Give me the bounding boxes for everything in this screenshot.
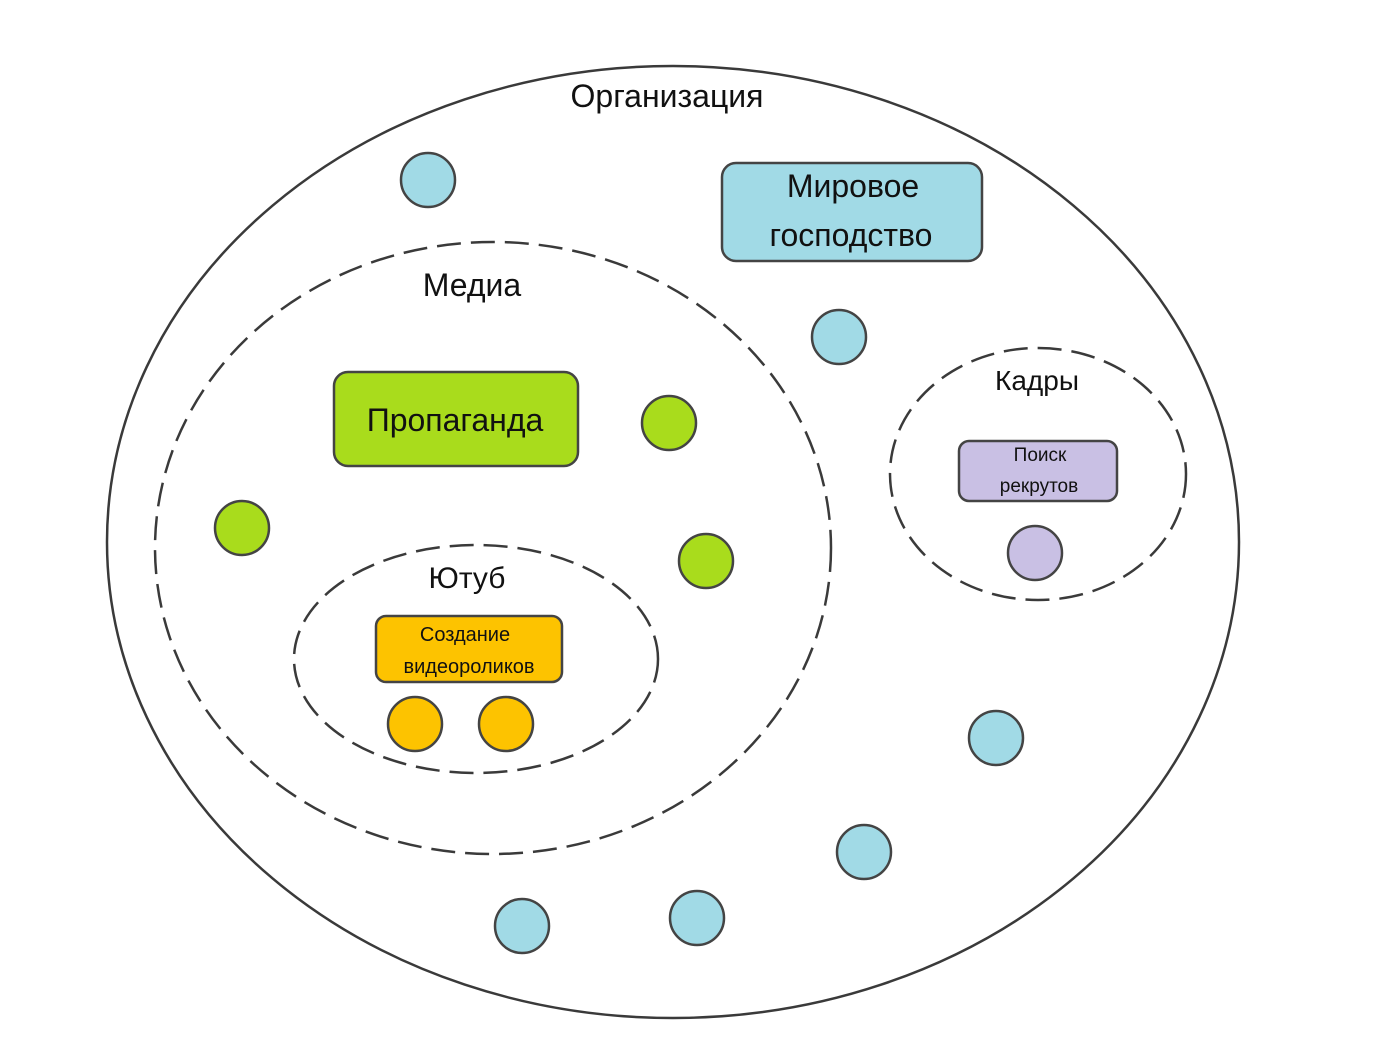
- member-dot-organization: [967, 709, 1025, 767]
- media-boundary: [153, 240, 833, 856]
- member-dot-organization: [493, 897, 551, 955]
- organization-boundary: [105, 64, 1241, 1020]
- organization-label: Организация: [571, 78, 764, 114]
- goal-text-line1: Мировое: [787, 168, 919, 204]
- member-dot-media: [213, 499, 271, 557]
- goal-box-recruit-search: [957, 439, 1119, 503]
- video-text-line2: видеороликов: [403, 656, 534, 678]
- goal-box-propaganda: [332, 370, 580, 468]
- member-dot-staff: [1006, 524, 1064, 582]
- staff-label: Кадры: [995, 365, 1079, 396]
- member-dot-organization: [668, 889, 726, 947]
- staff-boundary: [888, 346, 1188, 602]
- propaganda-text: Пропаганда: [367, 402, 544, 438]
- youtube-label: Ютуб: [429, 562, 506, 595]
- member-dot-youtube: [386, 695, 444, 753]
- member-dot-youtube: [477, 695, 535, 753]
- member-dot-organization: [835, 823, 893, 881]
- member-dot-organization: [810, 308, 868, 366]
- goal-box-video-creation: [374, 614, 564, 684]
- media-label: Медиа: [423, 267, 522, 303]
- member-dot-media: [640, 394, 698, 452]
- youtube-boundary: [292, 543, 660, 775]
- recruit-text-line1: Поиск: [1014, 445, 1067, 466]
- video-text-line1: Создание: [420, 624, 510, 646]
- goal-text-line2: господство: [770, 217, 933, 253]
- member-dot-media: [677, 532, 735, 590]
- member-dot-organization: [399, 151, 457, 209]
- recruit-text-line2: рекрутов: [1000, 476, 1078, 497]
- goal-box-world-domination: [720, 161, 984, 263]
